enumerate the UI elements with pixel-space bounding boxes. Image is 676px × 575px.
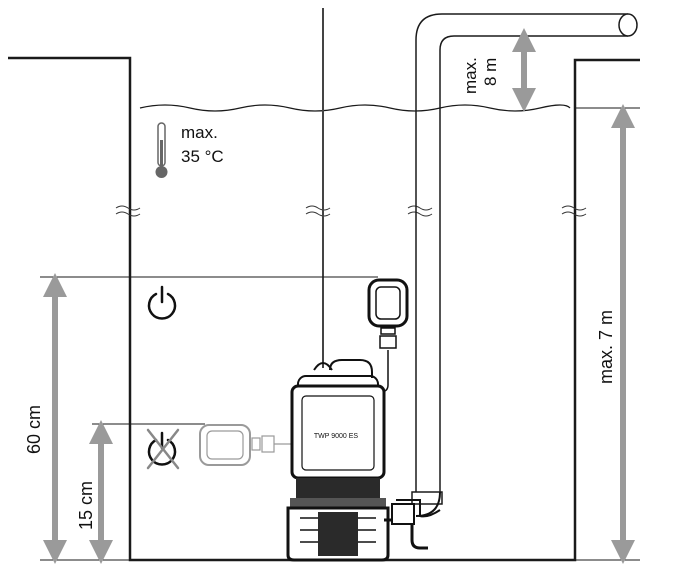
- switch-off-height-label: 15 cm: [76, 481, 96, 530]
- max-depth-label: max. 7 m: [596, 310, 616, 384]
- max-head-line1: max.: [461, 57, 480, 94]
- thermometer-icon: [155, 122, 168, 178]
- power-off-crossed-icon: [146, 428, 180, 470]
- temperature-line1: max.: [181, 123, 218, 142]
- switch-on-height-label: 60 cm: [24, 405, 44, 454]
- max-head-line2: 8 m: [481, 58, 500, 86]
- float-switch-on: [367, 278, 409, 393]
- temperature-line2: 35 °C: [181, 147, 224, 166]
- discharge-pipe: [411, 13, 638, 505]
- float-switch-off: [199, 424, 292, 466]
- break-marks: [115, 205, 587, 217]
- water-surface: [139, 104, 571, 112]
- pump: [286, 359, 441, 562]
- pump-model-label: TWP 9000 ES: [314, 433, 359, 440]
- power-icon: [147, 285, 177, 320]
